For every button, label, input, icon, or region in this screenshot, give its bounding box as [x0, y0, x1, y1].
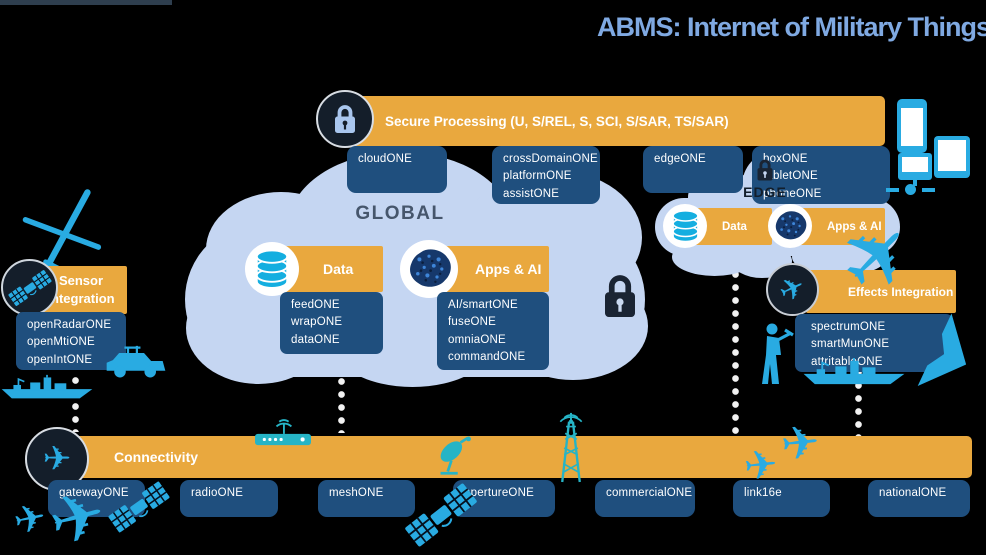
lock-icon: [333, 103, 357, 135]
dotted-connector: [71, 374, 80, 432]
sensor-integration-box: openRadarONE openMtiONE openIntONE: [16, 312, 126, 370]
fighter-jet-icon: ✈: [778, 414, 823, 472]
airplane-icon: ✈: [42, 439, 72, 479]
service-label: wrapONE: [291, 316, 343, 329]
service-label: commandONE: [448, 350, 526, 363]
dotted-connector: [731, 268, 740, 436]
service-label: meshONE: [329, 487, 384, 499]
service-label: fuseONE: [448, 316, 497, 329]
effects-integration-title: Effects Integration: [848, 284, 954, 299]
dotted-connector: [337, 375, 346, 433]
vehicle-icon: [104, 342, 168, 380]
nationalone-box: nationalONE: [868, 480, 970, 517]
service-label: nationalONE: [879, 487, 947, 499]
service-label: openRadarONE: [27, 319, 112, 331]
soldier-icon: [758, 322, 794, 388]
cloud-lock-icon: [602, 272, 638, 320]
monitor-icon: [898, 153, 932, 180]
service-label: cloudONE: [358, 153, 413, 165]
cloudone-box: cloudONE: [347, 146, 447, 193]
phone-icon: [897, 99, 927, 153]
apps-title: Apps & AI: [827, 220, 882, 233]
page-title: ABMS: Internet of Military Things: [596, 12, 986, 42]
fighter-jet-icon: ✈: [773, 267, 812, 311]
tablet-icon: [934, 136, 970, 178]
commercialone-box: commercialONE: [595, 480, 695, 517]
service-label: gatewayONE: [59, 487, 129, 499]
service-label: smartMunONE: [811, 338, 890, 351]
connectivity-title: Connectivity: [114, 449, 199, 465]
service-label: tabletONE: [763, 170, 818, 183]
service-label: platformONE: [503, 170, 572, 183]
edge-lock-icon: [756, 158, 774, 182]
effects-integration-header: Effects Integration: [806, 270, 956, 313]
service-label: phoneONE: [763, 187, 822, 200]
global-apps-box: AI/smartONE fuseONE omniaONE commandONE: [437, 292, 549, 370]
fighter-jet-icon: ✈: [741, 441, 780, 491]
database-icon: [253, 247, 291, 291]
secure-lock-badge: [316, 90, 374, 148]
connectivity-banner: Connectivity: [62, 436, 972, 478]
top-accent-bar: [0, 0, 172, 5]
effects-badge: ✈: [766, 263, 819, 316]
data-title: Data: [323, 261, 354, 277]
brain-icon: [772, 210, 808, 242]
secure-processing-banner: Secure Processing (U, S/REL, S, SCI, S/S…: [333, 96, 885, 146]
service-label: omniaONE: [448, 333, 506, 346]
service-label: apertureONE: [464, 487, 534, 499]
service-label: assistONE: [503, 187, 560, 200]
database-icon: [670, 208, 701, 244]
ship-icon: [798, 358, 910, 386]
global-cloud-label: GLOBAL: [355, 203, 445, 224]
satellite-dish-icon: [436, 436, 474, 478]
database-badge: [245, 242, 299, 296]
cell-tower-icon: [552, 410, 590, 484]
sensor-integration-title: Sensor Integration: [47, 273, 115, 306]
dotted-connector: [854, 366, 863, 436]
sensor-badge: [1, 259, 58, 316]
service-label: spectrumONE: [811, 321, 886, 333]
radioone-box: radioONE: [180, 480, 278, 517]
apps-title: Apps & AI: [475, 261, 542, 277]
service-label: openIntONE: [27, 353, 93, 366]
service-label: dataONE: [291, 333, 340, 346]
service-label: boxONE: [763, 153, 808, 165]
brain-badge: [400, 240, 458, 298]
fighter-jet-icon: ✈: [9, 494, 51, 544]
ship-icon: [0, 374, 94, 401]
monitor-base-dash: [886, 188, 899, 192]
crossdomain-box: crossDomainONE platformONE assistONE: [492, 146, 600, 204]
database-badge: [663, 204, 707, 248]
brain-icon: [405, 248, 453, 290]
service-label: edgeONE: [654, 153, 706, 165]
brain-badge: [768, 204, 812, 248]
monitor-base-dash: [922, 188, 935, 192]
link16e-box: link16e: [733, 480, 830, 517]
satellite-icon: [6, 268, 52, 308]
router-icon: [254, 418, 312, 446]
effects-integration-box: spectrumONE smartMunONE attritableONE: [795, 314, 953, 372]
service-label: radioONE: [191, 487, 244, 499]
service-label: commercialONE: [606, 487, 693, 499]
monitor-base-dot: [905, 184, 916, 195]
global-apps-header: Apps & AI: [437, 246, 549, 292]
global-data-box: feedONE wrapONE dataONE: [280, 292, 383, 354]
service-label: crossDomainONE: [503, 153, 598, 165]
global-data-header: Data: [283, 246, 383, 292]
edge-label: EDGE: [743, 184, 787, 200]
service-label: AI/smartONE: [448, 299, 518, 311]
service-label: link16e: [744, 487, 782, 499]
secure-processing-title: Secure Processing (U, S/REL, S, SCI, S/S…: [385, 113, 729, 129]
service-label: openMtiONE: [27, 336, 95, 349]
monitor-stand: [913, 180, 917, 186]
edgeone-box: edgeONE: [643, 146, 743, 193]
meshone-box: meshONE: [318, 480, 415, 517]
devices-box: boxONE tabletONE phoneONE: [752, 146, 890, 204]
data-title: Data: [722, 220, 747, 233]
service-label: feedONE: [291, 299, 340, 311]
